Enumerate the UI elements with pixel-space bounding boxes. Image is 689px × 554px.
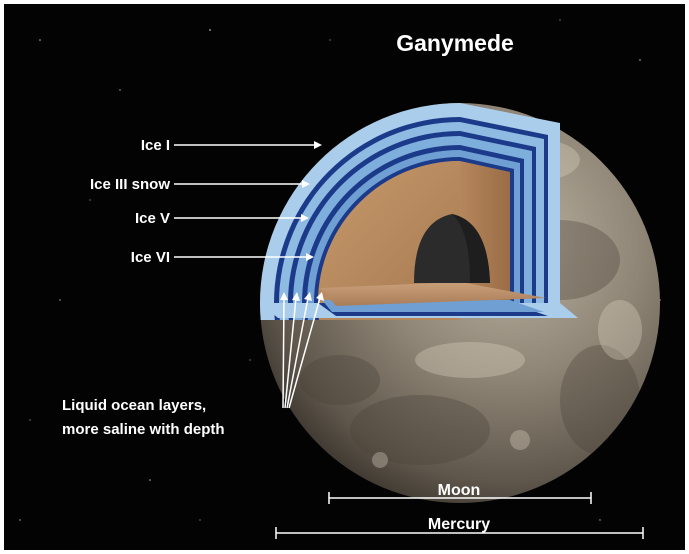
ocean-note-line2: more saline with depth bbox=[62, 421, 225, 438]
title: Ganymede bbox=[396, 30, 514, 56]
ocean-note: Liquid ocean layers, more saline with de… bbox=[62, 397, 225, 438]
scale-label-moon: Moon bbox=[438, 482, 481, 499]
label-ice-vi: Ice VI bbox=[131, 249, 170, 266]
ocean-note-line1: Liquid ocean layers, bbox=[62, 397, 206, 414]
scale-label-mercury: Mercury bbox=[428, 516, 490, 533]
label-ice-v: Ice V bbox=[135, 210, 170, 227]
label-ice-i: Ice I bbox=[141, 137, 170, 154]
label-ice-iii-snow: Ice III snow bbox=[90, 176, 170, 193]
arrowhead-ice-i bbox=[314, 141, 322, 149]
scale-bar-mercury: Mercury bbox=[276, 516, 643, 539]
